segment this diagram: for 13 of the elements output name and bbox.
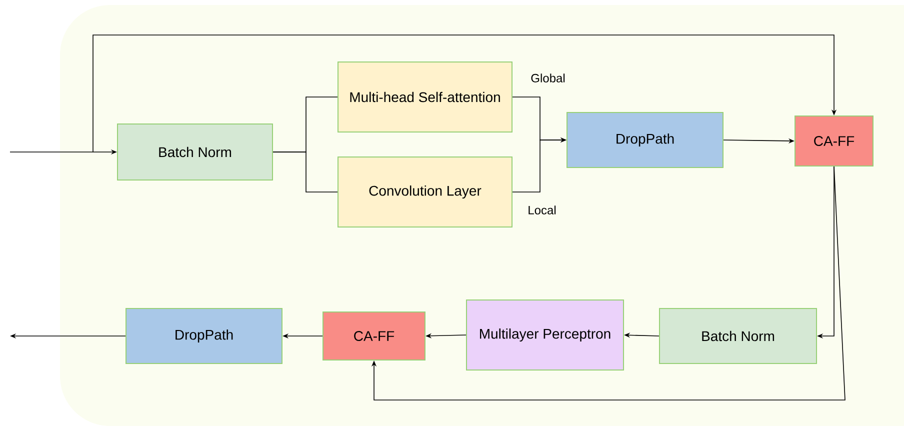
arrow	[92, 34, 837, 152]
attention-box: Multi-head Self-attention	[338, 62, 512, 132]
edge-label: Global	[531, 74, 565, 82]
norm-box: Batch Norm	[659, 308, 818, 364]
droppath-box: DropPath	[566, 112, 724, 168]
perceptron-box: Multilayer Perceptron	[466, 300, 624, 370]
arrow	[371, 166, 846, 400]
norm-box: Batch Norm	[117, 124, 273, 180]
edge-label: Local	[528, 206, 556, 214]
feedforward-box: CA-FF	[322, 312, 426, 360]
droppath-box: DropPath	[126, 308, 282, 364]
feedforward-box: CA-FF	[794, 116, 874, 166]
convolution-box: Convolution Layer	[338, 156, 512, 228]
